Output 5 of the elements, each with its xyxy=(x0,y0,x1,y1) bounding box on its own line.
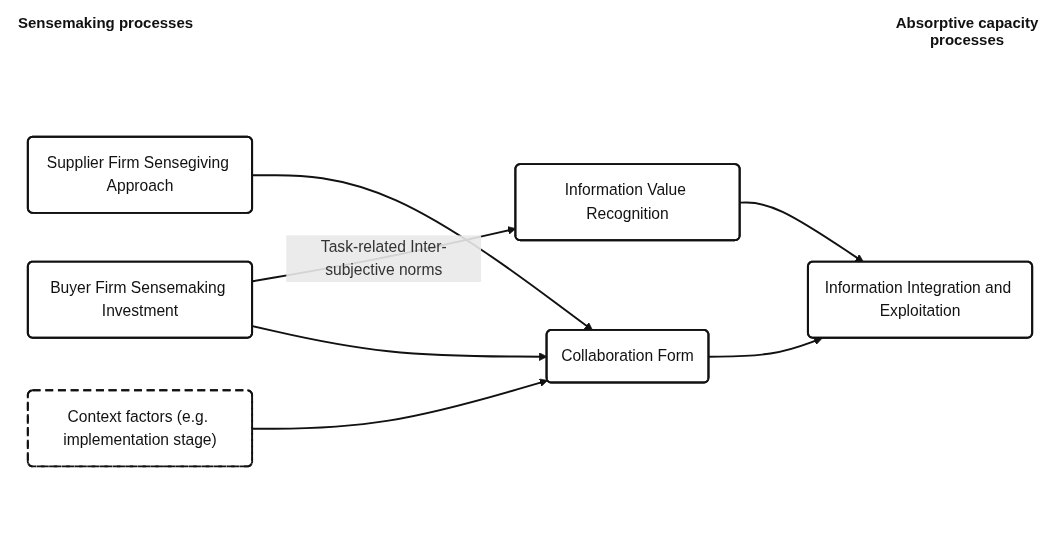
column-heading: Sensemaking processes xyxy=(18,14,194,31)
arrow xyxy=(739,201,864,263)
column-heading: Absorptive capacity processes xyxy=(894,14,1040,48)
arrow xyxy=(708,337,823,359)
edge-label: Task-related Inter-subjective norms xyxy=(320,238,447,279)
